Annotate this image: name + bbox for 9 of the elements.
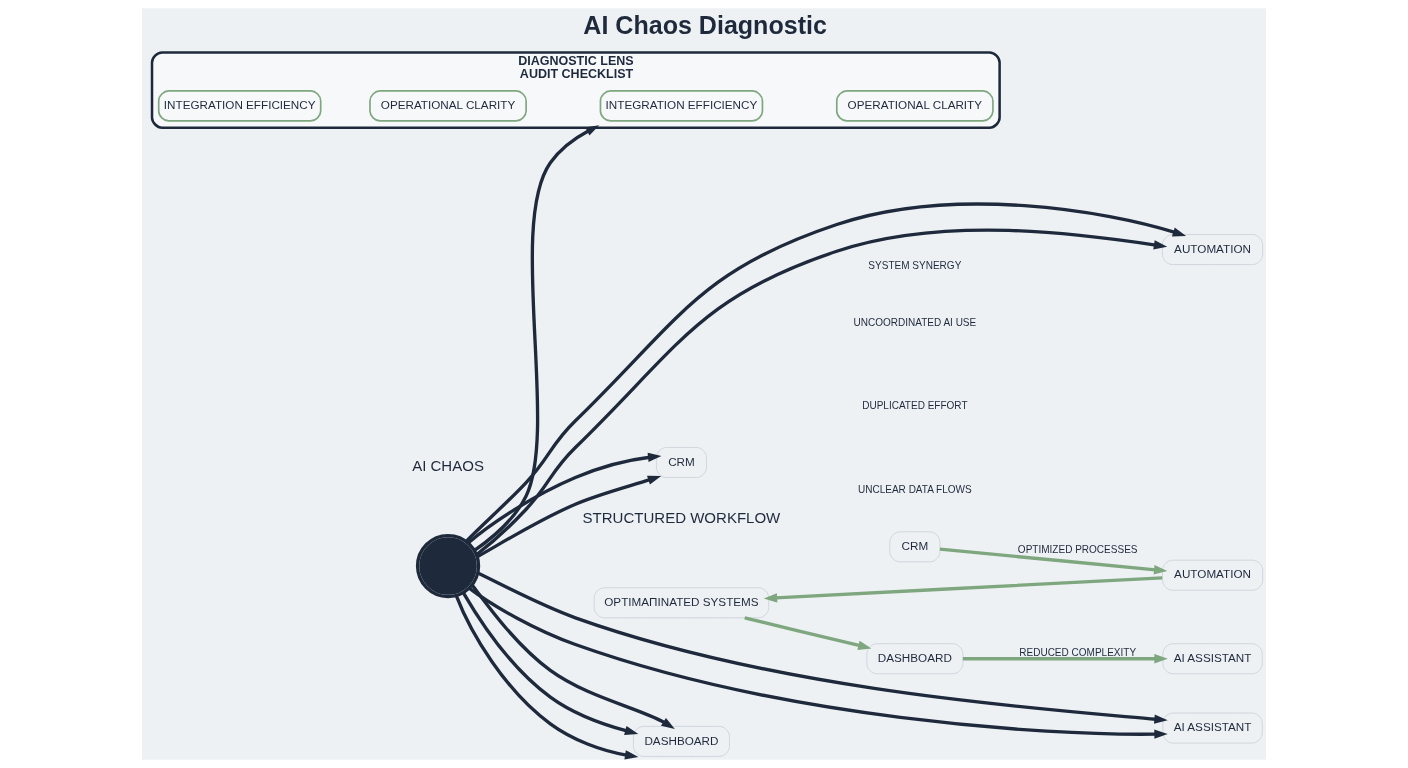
label: SYSTEM SYNERGY (868, 259, 962, 271)
edge-label: REDUCED COMPLEXITY (1019, 646, 1137, 658)
label: STRUCTURED WORKFLOW (582, 508, 781, 526)
label: UNCOORDINATED AI USE (853, 316, 977, 328)
diagram-title: AI Chaos Diagnostic (583, 11, 827, 40)
edge-label: OPTIMIZED PROCESSES (1017, 544, 1138, 556)
label: AI CHAOS (412, 457, 484, 475)
label: DUPLICATED EFFORT (862, 400, 968, 412)
label: UNCLEAR DATA FLOWS (857, 483, 972, 495)
